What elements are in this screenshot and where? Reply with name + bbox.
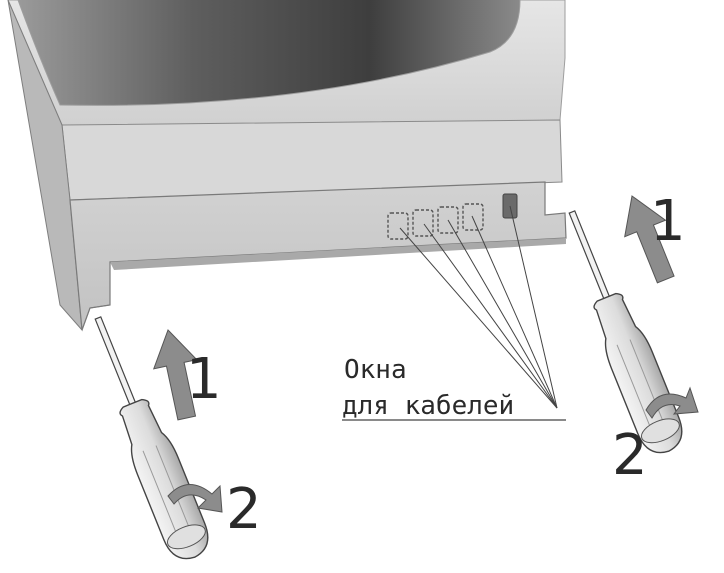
cable-window [387,212,409,240]
device-dome [18,0,520,106]
device-bottom-rim [110,238,566,270]
screwdriver-shaft [94,316,140,413]
screwdriver-left [94,316,209,560]
callout-label-cables: для кабелей [342,391,514,421]
cable-window [437,206,459,234]
step-number-turn-left: 2 [226,477,262,542]
cable-window [462,203,484,231]
callout-leaders [399,205,558,409]
screwdriver-shaft [568,210,614,307]
push-arrow-right [624,195,675,284]
step-number-push-left: 1 [186,347,222,412]
cable-window [412,209,434,237]
step-number-push-right: 1 [650,189,686,254]
cable-windows [387,203,484,240]
screwdriver-right [568,210,683,454]
push-arrow-left [152,329,198,421]
device-ledge [81,262,111,331]
rotate-arrow-left [167,484,223,513]
device-top-rim [7,0,566,133]
device-housing [7,0,567,332]
callout-label-windows: Окна [344,355,407,385]
step-number-turn-right: 2 [612,423,648,488]
rotate-arrow-right [645,386,699,419]
